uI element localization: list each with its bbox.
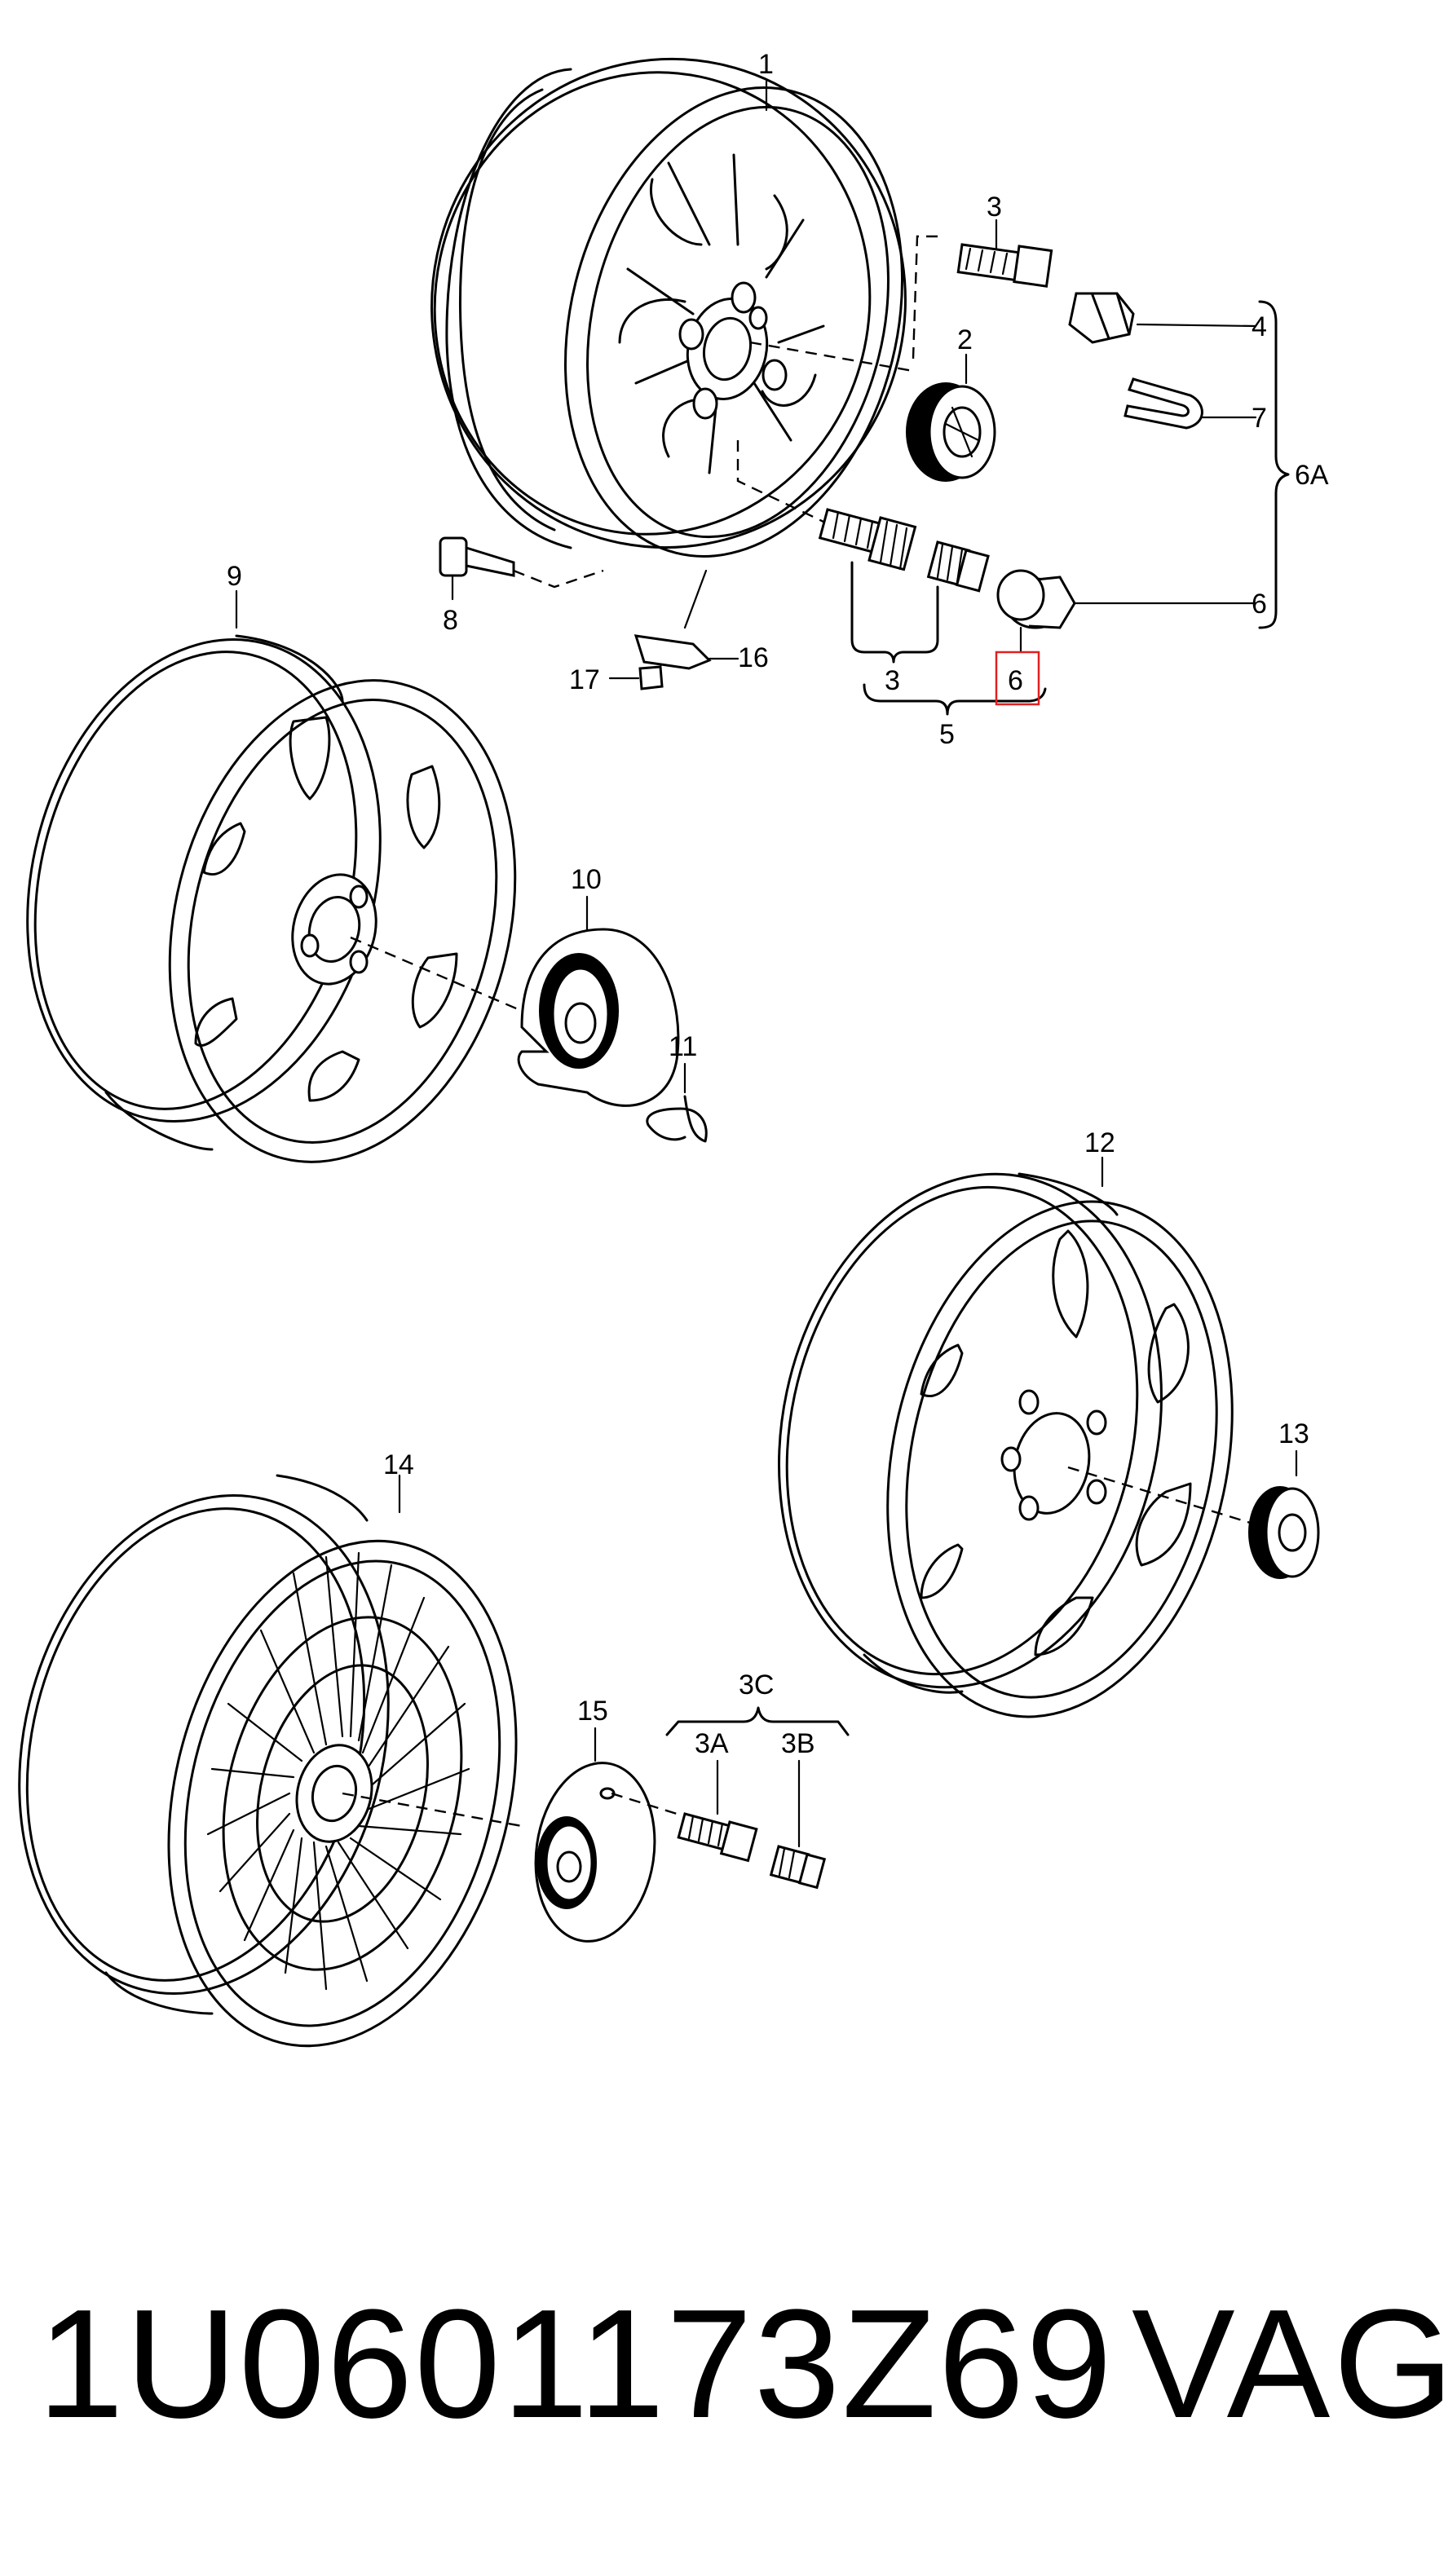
tire-valve-8[interactable] — [439, 536, 604, 601]
callout-4: 4 — [1252, 311, 1267, 342]
bolt-cap-4[interactable] — [1068, 292, 1257, 344]
callout-3A: 3A — [695, 1728, 729, 1759]
callout-14: 14 — [383, 1449, 414, 1480]
highlight-box — [995, 651, 1040, 706]
extractor-tool-7[interactable] — [1124, 377, 1257, 430]
center-cap-15[interactable] — [524, 1727, 678, 1949]
center-cap-2[interactable] — [749, 341, 996, 482]
callout-13: 13 — [1278, 1418, 1309, 1449]
exploded-parts-diagram: 1 2 3 4 7 6A 6 6 3 5 8 16 17 9 10 11 12 … — [0, 15, 1329, 2083]
anti-theft-key-3[interactable] — [926, 540, 990, 593]
callout-2: 2 — [957, 324, 973, 355]
callout-15: 15 — [577, 1696, 608, 1727]
bracket-3-bottom — [850, 561, 939, 664]
center-cap-10[interactable] — [517, 895, 680, 1107]
callout-1: 1 — [758, 49, 774, 80]
bracket-6A — [1258, 300, 1290, 629]
callout-3B: 3B — [781, 1728, 815, 1759]
callout-17: 17 — [569, 664, 600, 695]
bracket-3C — [665, 1706, 850, 1736]
wheel-1[interactable] — [386, 15, 951, 592]
anti-theft-bolt-3A[interactable] — [677, 1759, 758, 1863]
brand-label: VAG — [1132, 2278, 1448, 2450]
callout-11: 11 — [669, 1031, 697, 1062]
callout-6-right: 6 — [1252, 589, 1267, 620]
clip-17[interactable] — [608, 665, 664, 690]
bolt-cap-6[interactable] — [996, 569, 1257, 629]
wheel-14[interactable] — [0, 1456, 567, 2083]
wheel-12[interactable] — [733, 1138, 1278, 1749]
balance-weight-16[interactable] — [634, 569, 739, 670]
callout-3C: 3C — [739, 1670, 774, 1700]
anti-theft-bolt-3[interactable] — [736, 440, 917, 571]
callout-8: 8 — [443, 605, 458, 636]
callout-6A: 6A — [1295, 460, 1329, 491]
bracket-5 — [863, 683, 1047, 716]
callout-7: 7 — [1252, 403, 1267, 434]
callout-6-highlighted: 6 — [1008, 665, 1023, 696]
wheel-bolt-3-top[interactable] — [912, 235, 1053, 359]
retaining-clip-11[interactable] — [646, 1062, 708, 1143]
anti-theft-key-3B[interactable] — [769, 1759, 827, 1890]
callout-10: 10 — [571, 864, 602, 895]
part-number: 1U0601173Z69 — [38, 2278, 1114, 2450]
center-cap-13[interactable] — [1248, 1449, 1320, 1579]
callout-5: 5 — [939, 719, 955, 750]
callout-9: 9 — [227, 561, 242, 592]
part-number-row: 1U0601173Z69 VAG — [0, 2274, 1448, 2454]
callout-12: 12 — [1084, 1127, 1115, 1158]
wheel-9[interactable] — [0, 589, 563, 1199]
callout-3-top: 3 — [987, 192, 1002, 223]
callout-16: 16 — [738, 642, 769, 673]
callout-3-bottom: 3 — [885, 665, 900, 696]
